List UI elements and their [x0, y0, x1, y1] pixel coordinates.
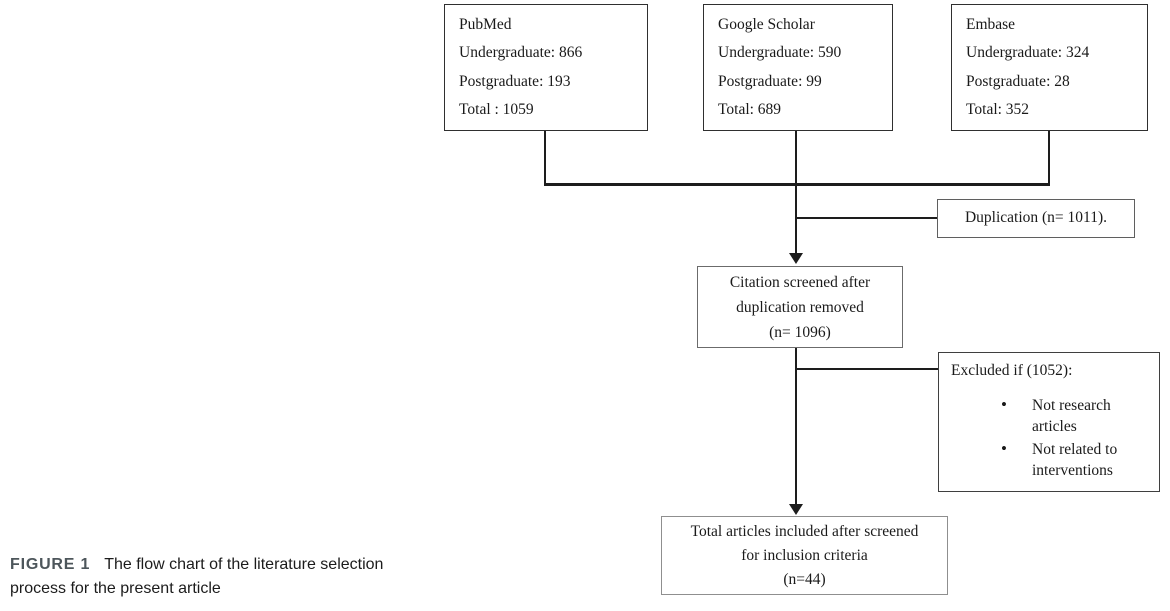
embase-connector-line [1048, 131, 1050, 186]
citation-to-total-line [795, 348, 797, 505]
duplication-box: Duplication (n= 1011). [937, 199, 1135, 238]
pubmed-total-count: Total : 1059 [459, 101, 534, 119]
pubmed-postgraduate-count: Postgraduate: 193 [459, 72, 571, 90]
google-scholar-undergraduate-count: Undergraduate: 590 [718, 44, 842, 62]
figure-caption-text: The flow chart of the literature selecti… [10, 556, 384, 597]
google-scholar-total-count: Total: 689 [718, 101, 782, 119]
arrow-down-icon [789, 253, 803, 264]
citation-screened-count: (n= 1096) [769, 323, 831, 341]
embase-source-box: Embase Undergraduate: 324 Postgraduate: … [951, 4, 1148, 131]
excluded-branch-line [797, 368, 938, 370]
merge-horizontal-line [544, 183, 1050, 186]
total-included-line2: for inclusion criteria [741, 546, 868, 564]
duplication-text: Duplication (n= 1011). [964, 209, 1108, 227]
arrow-down-icon [789, 504, 803, 515]
duplication-branch-line [797, 217, 937, 219]
citation-screened-line1: Citation screened after [729, 273, 871, 291]
embase-postgraduate-count: Postgraduate: 28 [966, 72, 1070, 90]
total-included-line1: Total articles included after screened [690, 522, 919, 540]
google-scholar-postgraduate-count: Postgraduate: 99 [718, 72, 822, 90]
excluded-reason-item: Not related to interventions [1001, 438, 1151, 481]
citation-screened-box: Citation screened after duplication remo… [697, 266, 903, 348]
embase-undergraduate-count: Undergraduate: 324 [966, 44, 1090, 62]
embase-total-count: Total: 352 [966, 101, 1030, 119]
pubmed-connector-line [544, 131, 546, 186]
total-included-count: (n=44) [783, 570, 826, 588]
excluded-box: Excluded if (1052): Not research article… [938, 352, 1160, 492]
citation-screened-line2: duplication removed [736, 298, 864, 316]
pubmed-title: PubMed [459, 16, 512, 33]
pubmed-undergraduate-count: Undergraduate: 866 [459, 44, 583, 62]
pubmed-source-box: PubMed Undergraduate: 866 Postgraduate: … [444, 4, 648, 131]
google-scholar-source-box: Google Scholar Undergraduate: 590 Postgr… [703, 4, 893, 131]
total-included-box: Total articles included after screened f… [661, 516, 948, 595]
figure-caption-label: FIGURE 1 [10, 556, 91, 573]
embase-title: Embase [966, 16, 1016, 33]
excluded-list: Not research articles Not related to int… [951, 394, 1151, 481]
excluded-heading: Excluded if (1052): [951, 362, 1073, 379]
google-scholar-title: Google Scholar [718, 16, 815, 33]
excluded-reason-item: Not research articles [1001, 394, 1151, 437]
google-connector-line [795, 131, 797, 253]
